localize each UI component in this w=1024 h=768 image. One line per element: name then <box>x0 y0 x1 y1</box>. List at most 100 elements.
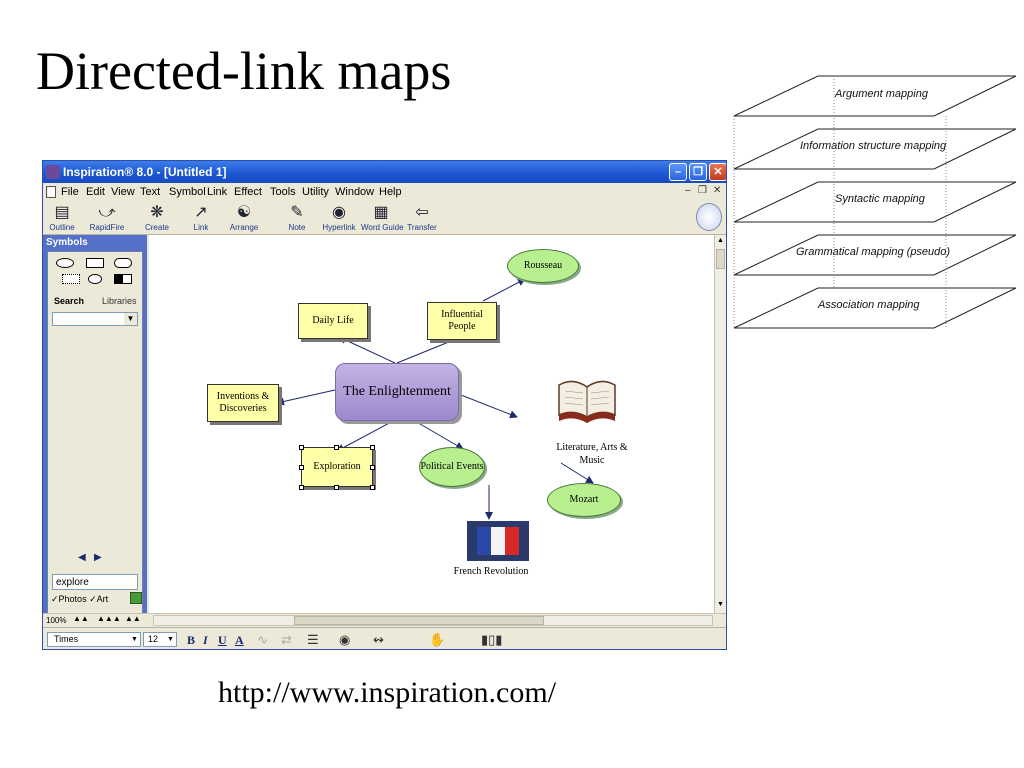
search-go-icon[interactable] <box>130 592 142 604</box>
hyperlink-button[interactable]: ◉ Hyperlink <box>322 204 356 232</box>
inspiration-window: Inspiration® 8.0 - [Untitled 1] – ❐ ✕ Fi… <box>42 160 727 650</box>
selection-handle[interactable] <box>299 485 304 490</box>
zoom-large-icon[interactable]: ▲▲ <box>125 614 141 623</box>
tab-search[interactable]: Search <box>54 296 85 306</box>
photos-label: Photos <box>58 594 87 604</box>
zoom-medium-icon[interactable]: ▲▲▲ <box>97 614 121 623</box>
node-political-events[interactable]: Political Events <box>419 447 485 487</box>
view-bar: 100% ▲▲ ▲▲▲ ▲▲ <box>43 613 726 627</box>
art-checkbox[interactable]: ✓ <box>89 594 97 604</box>
menu-file[interactable]: File <box>61 186 79 198</box>
rectangle-shape-icon[interactable] <box>86 258 104 268</box>
font-dropdown[interactable]: Times ▼ <box>47 632 141 647</box>
menu-link[interactable]: Link <box>207 186 228 198</box>
cloud-shape-icon[interactable] <box>88 274 102 284</box>
chevron-down-icon[interactable]: ▼ <box>124 313 137 325</box>
menu-tools[interactable]: Tools <box>270 186 296 198</box>
window-titlebar[interactable]: Inspiration® 8.0 - [Untitled 1] – ❐ ✕ <box>43 161 726 183</box>
text-shape-icon[interactable] <box>62 274 80 284</box>
close-icon[interactable]: ✕ <box>709 163 726 181</box>
menu-help[interactable]: Help <box>379 186 402 198</box>
scroll-thumb[interactable] <box>716 249 725 269</box>
photos-checkbox[interactable]: ✓ <box>51 594 59 604</box>
node-rousseau[interactable]: Rousseau <box>507 249 579 283</box>
menu-window[interactable]: Window <box>335 186 375 198</box>
hscroll-thumb[interactable] <box>294 616 544 625</box>
selection-handle[interactable] <box>334 485 339 490</box>
selection-handle[interactable] <box>370 485 375 490</box>
palette-dropdown[interactable]: ▼ <box>52 312 138 326</box>
chevron-down-icon[interactable]: ▼ <box>167 636 174 643</box>
note-button[interactable]: ✎ Note <box>283 203 311 232</box>
node-influential-people[interactable]: Influential People <box>427 302 497 340</box>
menu-text[interactable]: Text <box>140 186 161 198</box>
zoom-level[interactable]: 100% <box>46 616 67 625</box>
text-color-button[interactable]: A <box>235 633 244 647</box>
layer-syntactic: Syntactic mapping <box>835 193 925 205</box>
mdi-restore-icon[interactable]: ❐ <box>698 185 707 196</box>
menu-symbol[interactable]: Symbol <box>169 186 206 198</box>
italic-button[interactable]: I <box>203 633 208 647</box>
chevron-down-icon[interactable]: ▼ <box>131 636 138 643</box>
minimize-icon[interactable]: – <box>669 163 687 181</box>
menu-bar: File Edit View Text Symbol Link Effect T… <box>43 183 726 201</box>
book-icon[interactable] <box>555 371 619 427</box>
oval-shape-icon[interactable] <box>56 258 74 268</box>
node-daily-life[interactable]: Daily Life <box>298 303 368 339</box>
menu-utility[interactable]: Utility <box>302 186 329 198</box>
next-page-icon[interactable]: ▶ <box>94 552 102 563</box>
zoom-small-icon[interactable]: ▲▲ <box>73 614 89 623</box>
link-direction-icon[interactable]: ⇄ <box>281 632 292 647</box>
maximize-icon[interactable]: ❐ <box>689 163 707 181</box>
node-inventions[interactable]: Inventions & Discoveries <box>207 384 279 422</box>
menu-view[interactable]: View <box>111 186 135 198</box>
scroll-up-icon[interactable]: ▲ <box>717 237 724 244</box>
selection-handle[interactable] <box>334 445 339 450</box>
create-button[interactable]: ❋ Create <box>139 203 175 232</box>
horizontal-scrollbar[interactable] <box>153 615 713 626</box>
mdi-close-icon[interactable]: ✕ <box>713 185 722 196</box>
rounded-shape-icon[interactable] <box>114 258 132 268</box>
hand-tool-icon[interactable]: ✋ <box>429 632 446 647</box>
prev-page-icon[interactable]: ◀ <box>78 552 86 563</box>
menu-effect[interactable]: Effect <box>234 186 262 198</box>
palette-results <box>52 330 138 550</box>
menu-edit[interactable]: Edit <box>86 186 105 198</box>
link-type-icon[interactable]: ↭ <box>373 632 384 647</box>
bold-button[interactable]: B <box>187 633 196 647</box>
mdi-minimize-icon[interactable]: – <box>685 185 691 196</box>
fill-shape-icon[interactable] <box>114 274 132 284</box>
word-guide-button[interactable]: ▦ Word Guide <box>361 204 404 232</box>
node-mozart[interactable]: Mozart <box>547 483 621 517</box>
selection-handle[interactable] <box>370 465 375 470</box>
palette-tabs: Search Libraries <box>50 294 142 310</box>
rapidfire-button[interactable]: ⤻ RapidFire <box>87 203 127 232</box>
vertical-scrollbar[interactable]: ▲ ▼ <box>714 235 726 613</box>
symbol-search-input[interactable] <box>52 574 138 590</box>
color-swatch-icon[interactable]: ▮▯▮ <box>481 632 503 647</box>
slide-url[interactable]: http://www.inspiration.com/ <box>218 676 557 709</box>
diagram-canvas[interactable]: Daily Life Influential People Rousseau T… <box>149 235 717 613</box>
palette-nav: ◀ ▶ <box>78 552 102 563</box>
rapidfire-icon: ⤻ <box>98 204 116 221</box>
node-exploration[interactable]: Exploration <box>301 447 373 487</box>
selection-handle[interactable] <box>370 445 375 450</box>
format-bar: Times ▼ 12 ▼ B I U A ∿ ⇄ ☰ ◉ ↭ ✋ ▮▯▮ <box>43 627 726 649</box>
selection-handle[interactable] <box>299 445 304 450</box>
french-flag-icon[interactable] <box>467 521 529 561</box>
underline-button[interactable]: U <box>218 633 227 647</box>
tab-libraries[interactable]: Libraries <box>102 296 137 306</box>
transfer-button[interactable]: ⇦ Transfer <box>405 203 439 232</box>
shape-grid <box>52 256 140 290</box>
selection-handle[interactable] <box>299 465 304 470</box>
link-button[interactable]: ↗ Link <box>187 203 215 232</box>
line-thickness-icon[interactable]: ☰ <box>307 632 319 647</box>
symbol-style-icon[interactable]: ◉ <box>339 632 351 647</box>
arrange-button[interactable]: ☯ Arrange <box>227 203 261 232</box>
assistant-mascot-icon[interactable] <box>696 203 722 231</box>
scroll-down-icon[interactable]: ▼ <box>717 601 724 608</box>
font-size-dropdown[interactable]: 12 ▼ <box>143 632 177 647</box>
link-style-icon[interactable]: ∿ <box>257 632 268 647</box>
node-the-enlightenment[interactable]: The Enlightenment <box>335 363 459 421</box>
outline-button[interactable]: ▤ Outline <box>47 203 77 232</box>
